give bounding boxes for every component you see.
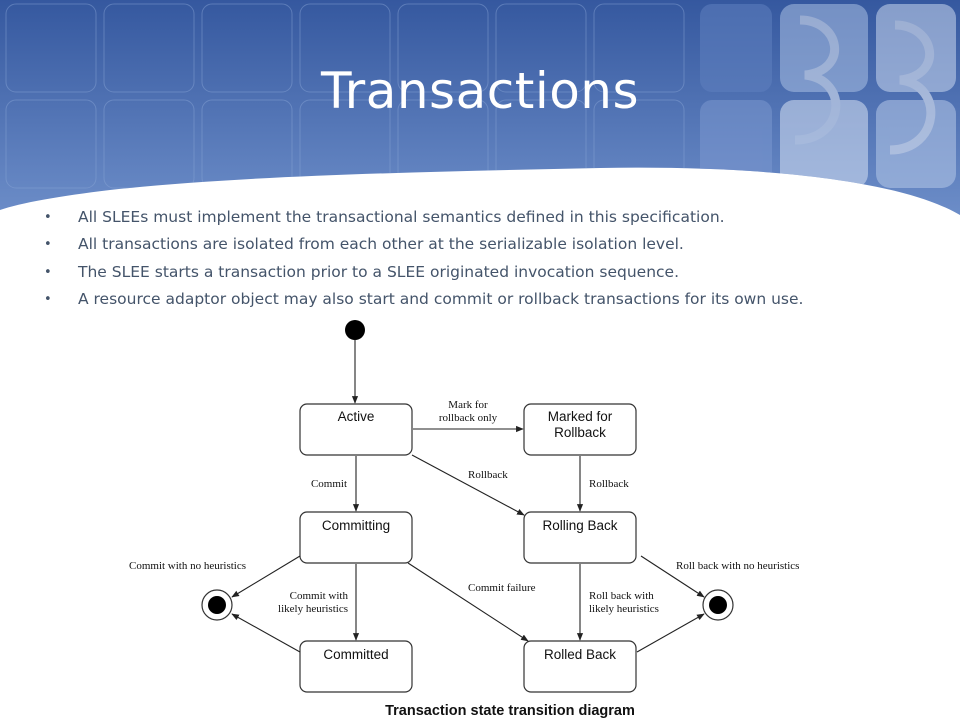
bullet-text: All SLEEs must implement the transaction… <box>78 208 725 226</box>
bullet-text: A resource adaptor object may also start… <box>78 289 804 308</box>
final-state-left <box>201 589 233 621</box>
edge-label-rollback-diagonal: Rollback <box>468 469 508 481</box>
edge-label-commit-likely-line2: likely heuristics <box>278 603 348 615</box>
state-marked-label-line2: Rollback <box>554 425 606 440</box>
edge-label-rollback-likely-line2: likely heuristics <box>589 603 659 615</box>
state-committed-label: Committed <box>323 647 388 662</box>
slide-title: Transactions <box>320 62 640 120</box>
bullet-text: The SLEE starts a transaction prior to a… <box>78 262 680 281</box>
state-marked-label-line1: Marked for <box>548 409 613 424</box>
diagram-caption: Transaction state transition diagram <box>385 703 635 719</box>
bullet-item: • All transactions are isolated from each… <box>44 231 944 258</box>
state-rolling-back <box>523 511 637 564</box>
edge-label-mark-line1: Mark for <box>448 399 488 411</box>
state-committing <box>299 511 413 564</box>
edge-committing-to-rolled-back <box>407 562 529 642</box>
edge-active-to-rolling-back <box>411 454 525 516</box>
final-state-right <box>702 589 734 621</box>
edge-label-mark-line2: rollback only <box>439 412 498 424</box>
edge-label-commit-likely-line1: Commit with <box>290 590 349 602</box>
bullet-item: • A resource adaptor object may also star… <box>44 286 944 313</box>
initial-state-node <box>345 320 365 340</box>
state-marked-for-rollback <box>523 403 637 456</box>
bullet-dot-icon: • <box>44 264 52 280</box>
edge-label-rollback-vertical: Rollback <box>589 478 629 490</box>
state-committing-label: Committing <box>322 518 390 533</box>
edge-rolling-back-to-final <box>640 555 705 598</box>
bullet-list: • All SLEEs must implement the transactio… <box>44 204 944 313</box>
state-rolled-back <box>523 640 637 693</box>
bullet-text: All transactions are isolated from each … <box>78 235 684 254</box>
state-active-label: Active <box>338 409 375 424</box>
edge-label-commit-no-heuristics: Commit with no heuristics <box>129 560 246 572</box>
edge-committing-to-final <box>231 555 301 598</box>
state-rolling-back-label: Rolling Back <box>542 518 617 533</box>
edge-label-commit-failure: Commit failure <box>468 582 536 594</box>
edge-rolled-back-to-final <box>636 613 705 653</box>
bullet-item: • The SLEE starts a transaction prior to … <box>44 259 944 286</box>
bullet-dot-icon: • <box>44 291 52 307</box>
state-committed <box>299 640 413 693</box>
edge-label-rollback-no-heuristics: Roll back with no heuristics <box>676 560 799 572</box>
header-banner <box>0 0 960 215</box>
edge-committed-to-final <box>231 613 301 653</box>
banner-decorative-tiles <box>700 4 956 188</box>
state-rolled-back-label: Rolled Back <box>544 647 616 662</box>
bullet-item: • All SLEEs must implement the transactio… <box>44 204 944 231</box>
bullet-dot-icon: • <box>44 237 52 253</box>
bullet-dot-icon: • <box>44 210 52 225</box>
state-active <box>299 403 413 456</box>
edge-label-commit: Commit <box>311 478 347 490</box>
edge-label-rollback-likely-line1: Roll back with <box>589 590 654 602</box>
